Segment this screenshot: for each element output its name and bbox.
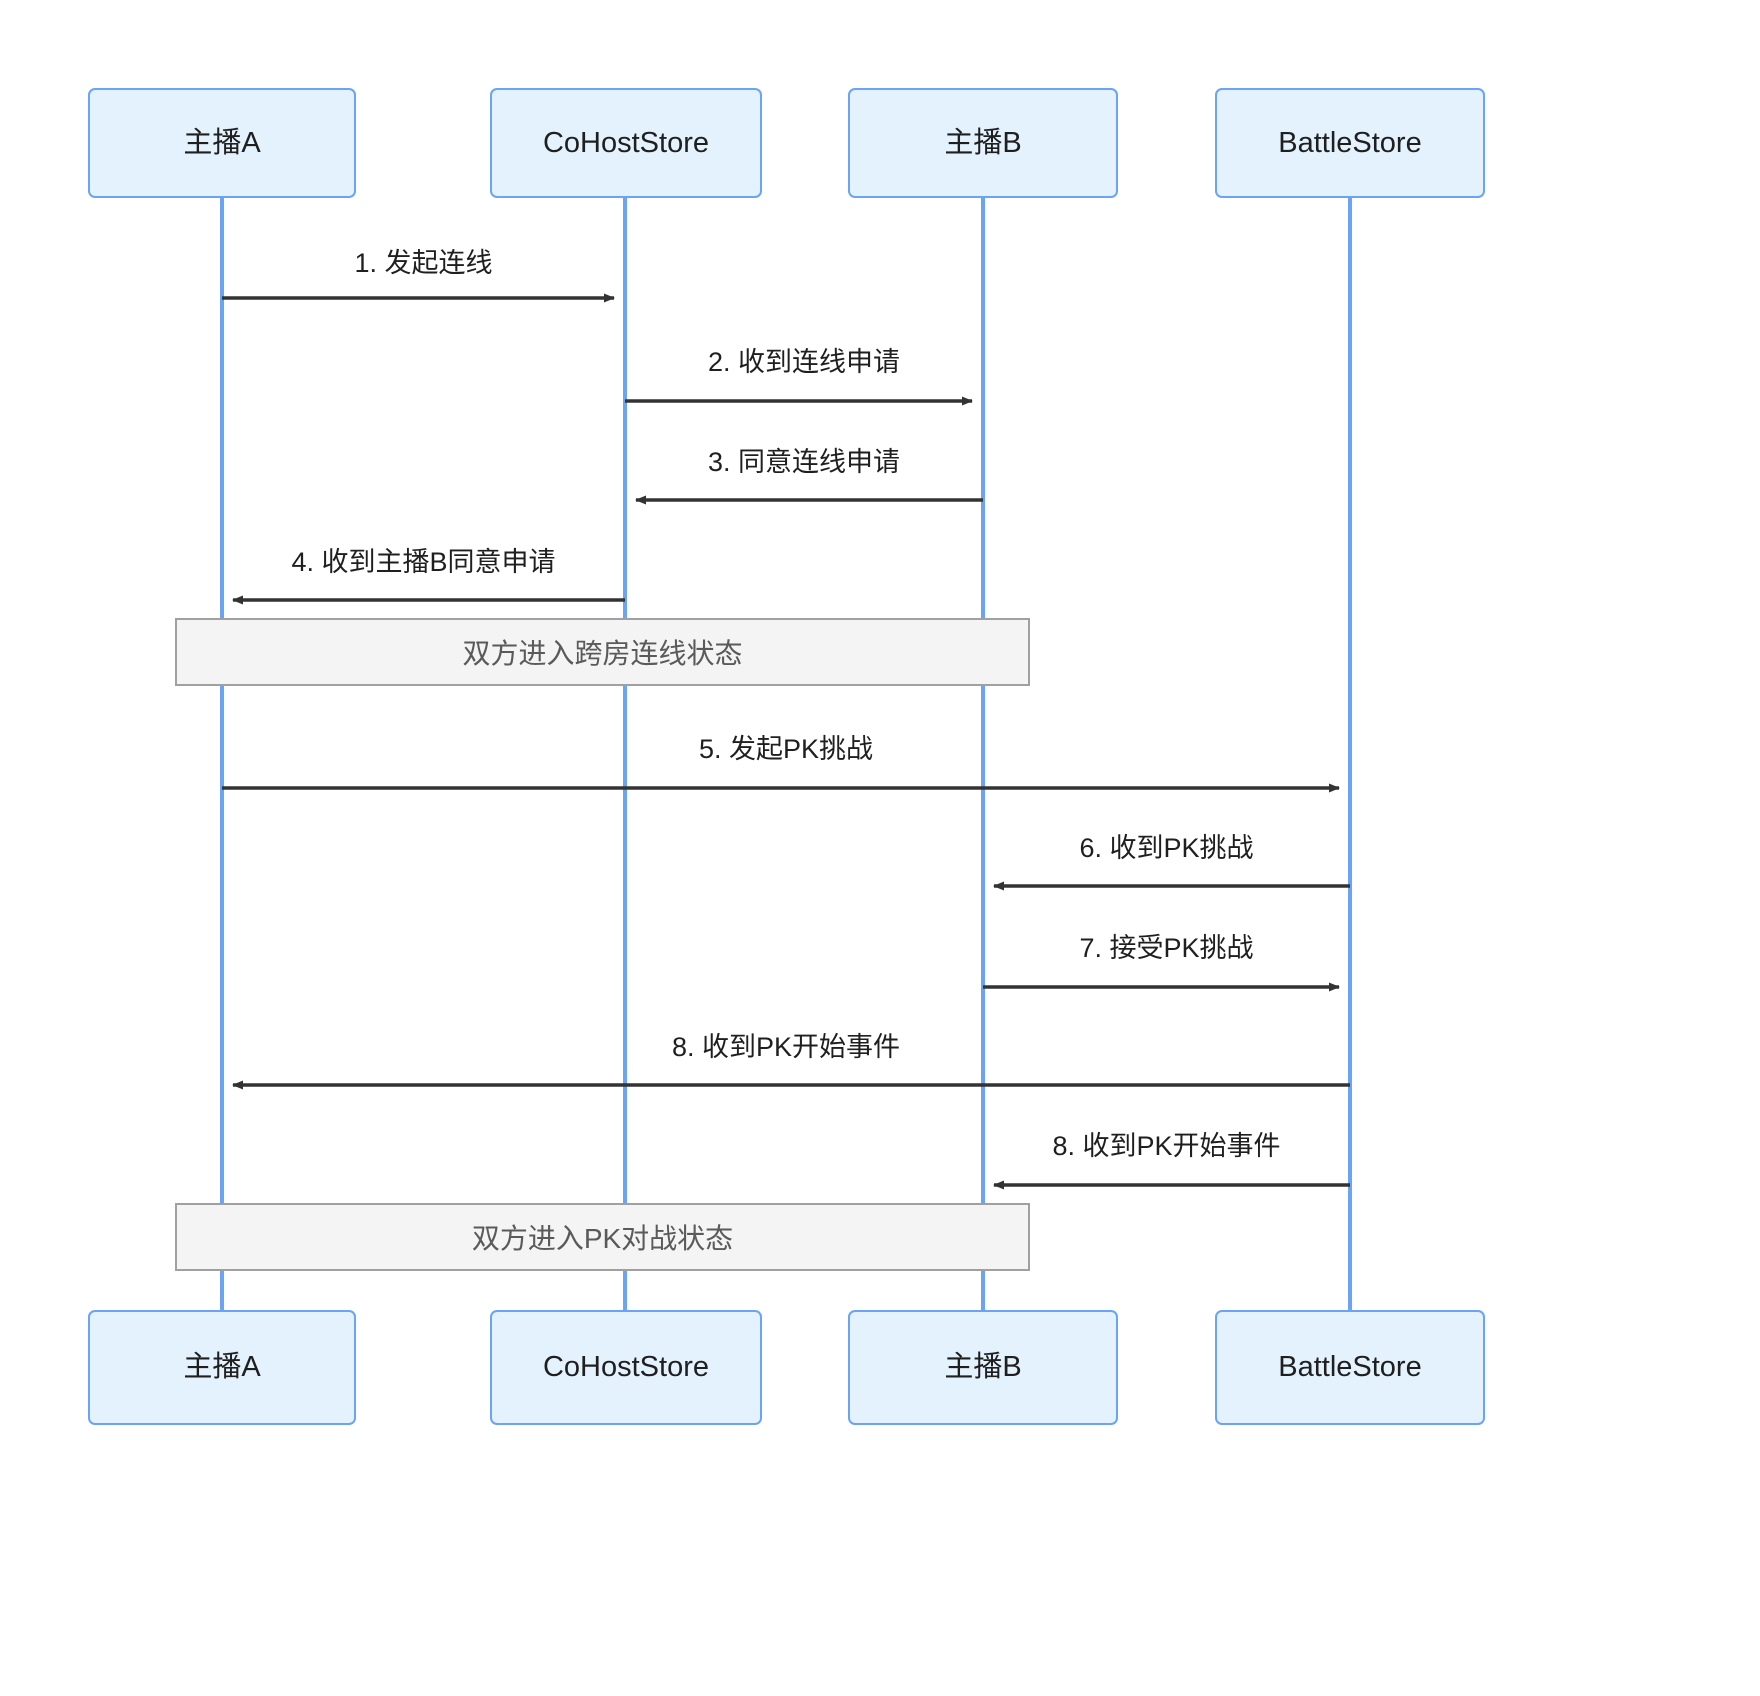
participant-box-hostA-top[interactable]: 主播A <box>88 88 356 198</box>
participant-box-coHostStore-top[interactable]: CoHostStore <box>490 88 762 198</box>
participant-label-battleStore: BattleStore <box>1278 126 1422 159</box>
participant-label-hostA: 主播A <box>183 1351 261 1383</box>
note-cohost: 双方进入跨房连线状态 <box>175 618 1030 686</box>
message-arrows-group <box>222 293 1350 1190</box>
message-label-2: 2. 收到连线申请 <box>707 347 901 377</box>
message-label-1: 1. 发起连线 <box>354 248 493 278</box>
message-label-3: 3. 同意连线申请 <box>707 447 901 477</box>
message-label-7: 7. 接受PK挑战 <box>1079 933 1254 963</box>
participant-label-hostA: 主播A <box>183 126 261 159</box>
note-pk: 双方进入PK对战状态 <box>175 1203 1030 1271</box>
lifelines-group <box>220 198 1352 1310</box>
participant-label-coHostStore: CoHostStore <box>542 126 709 159</box>
participant-label-coHostStore: CoHostStore <box>542 1351 709 1383</box>
participant-box-battleStore-top[interactable]: BattleStore <box>1215 88 1485 198</box>
note-cohost-label: 双方进入跨房连线状态 <box>462 638 743 669</box>
message-label-4: 4. 收到主播B同意申请 <box>291 547 556 577</box>
participant-label-hostB: 主播B <box>944 1351 1022 1383</box>
message-label-5: 5. 发起PK挑战 <box>698 734 874 764</box>
note-pk-label: 双方进入PK对战状态 <box>471 1223 734 1254</box>
message-label-6: 6. 收到PK挑战 <box>1079 833 1254 863</box>
participant-box-hostA-bottom[interactable]: 主播A <box>88 1310 356 1425</box>
participant-box-coHostStore-bottom[interactable]: CoHostStore <box>490 1310 762 1425</box>
participant-label-hostB: 主播B <box>944 126 1022 159</box>
participant-label-battleStore: BattleStore <box>1278 1351 1422 1383</box>
message-label-8b: 8. 收到PK开始事件 <box>1052 1131 1281 1161</box>
message-label-8: 8. 收到PK开始事件 <box>671 1032 901 1062</box>
participant-box-hostB-top[interactable]: 主播B <box>848 88 1118 198</box>
participant-box-battleStore-bottom[interactable]: BattleStore <box>1215 1310 1485 1425</box>
participant-box-hostB-bottom[interactable]: 主播B <box>848 1310 1118 1425</box>
